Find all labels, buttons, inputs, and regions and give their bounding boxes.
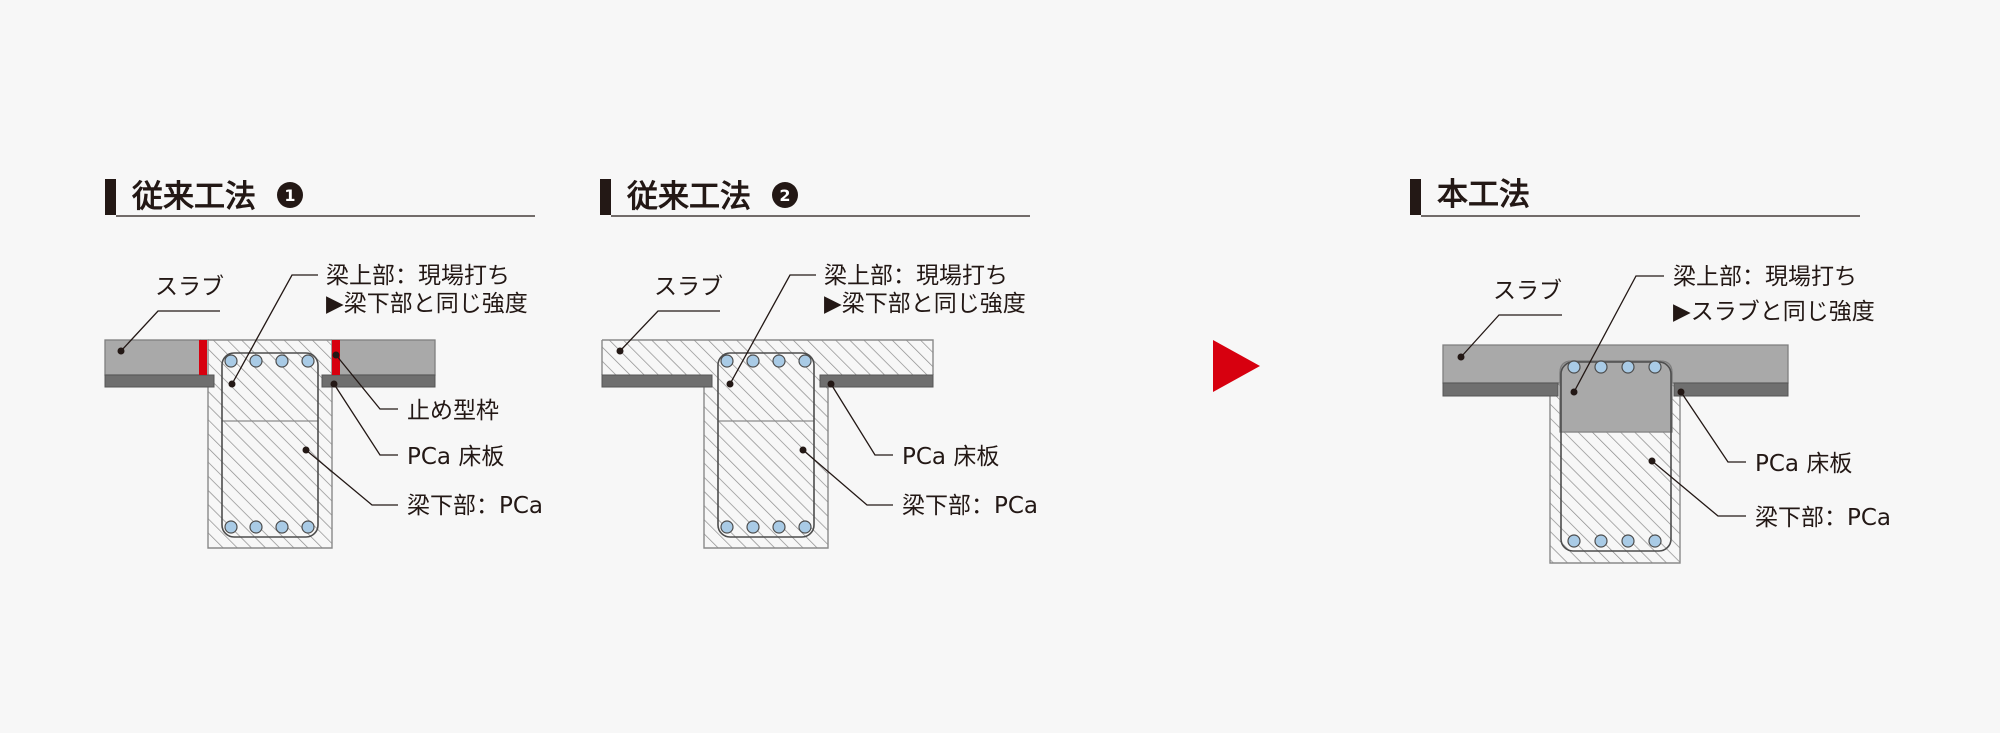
stirrup [1560, 361, 1672, 552]
slab-and-beam-cast [602, 340, 933, 548]
right-triangle-arrow-icon [1213, 340, 1260, 392]
beam-section [104, 339, 436, 549]
title-bar-marker [1410, 179, 1421, 215]
label-upper-beam-line2: ▶梁下部と同じ強度 [824, 291, 1026, 317]
label-pca-floor: PCa 床板 [1755, 451, 1852, 477]
label-slab: スラブ [654, 274, 723, 300]
pca-floor-plate-right [1673, 382, 1789, 397]
beam-section [1442, 344, 1789, 564]
panel-conventional-2: 従来工法 2 スラブ 梁上部：現場打ち ▶梁下部と同じ強度 [600, 179, 1038, 549]
label-upper-beam-line1: 梁上部：現場打ち [326, 263, 510, 289]
slab-left [104, 339, 201, 376]
title-bar-marker [600, 179, 611, 215]
svg-text:1: 1 [284, 186, 295, 205]
label-upper-beam-line1: 梁上部：現場打ち [1673, 264, 1857, 290]
panel-this-method: 本工法 スラブ 梁上部：現場打ち ▶ス [1410, 177, 1891, 564]
pca-floor-plate-right [819, 374, 934, 388]
top-rebars [720, 354, 812, 368]
panel-title: 従来工法 [626, 179, 751, 215]
label-pca-floor: PCa 床板 [407, 444, 504, 470]
pca-floor-plate-left [601, 374, 713, 388]
bottom-rebars [720, 520, 812, 534]
beam-section [601, 339, 934, 549]
pca-floor-plate-right [321, 374, 436, 388]
stirrup [717, 352, 815, 538]
label-stop-formwork: 止め型枠 [407, 398, 499, 424]
slab-right [331, 339, 436, 376]
title-bar-marker [105, 179, 116, 215]
bottom-rebars [224, 520, 315, 534]
label-lower-beam: 梁下部：PCa [407, 493, 543, 519]
pca-floor-plate-left [1442, 382, 1559, 397]
panel-title: 本工法 [1437, 177, 1530, 213]
bottom-rebars [1567, 534, 1662, 548]
label-lower-beam: 梁下部：PCa [902, 493, 1038, 519]
label-upper-beam-line2: ▶梁下部と同じ強度 [326, 291, 528, 317]
upper-beam-cast [1559, 360, 1673, 433]
top-rebars [224, 354, 315, 368]
label-slab: スラブ [155, 274, 224, 300]
label-upper-beam-line2: ▶スラブと同じ強度 [1673, 299, 1875, 325]
number-badge: 1 [277, 182, 303, 208]
top-rebars [1567, 360, 1662, 374]
svg-text:2: 2 [779, 186, 790, 205]
stop-formwork-left [199, 340, 207, 375]
stirrup [221, 352, 319, 538]
beam-body [208, 340, 332, 548]
label-upper-beam-line1: 梁上部：現場打ち [824, 263, 1008, 289]
label-lower-beam: 梁下部：PCa [1755, 505, 1891, 531]
pca-floor-plate-left [104, 374, 215, 388]
panel-conventional-1: 従来工法 1 [104, 179, 543, 549]
number-badge: 2 [772, 182, 798, 208]
label-pca-floor: PCa 床板 [902, 444, 999, 470]
panel-title: 従来工法 [131, 179, 256, 215]
label-slab: スラブ [1493, 278, 1562, 304]
